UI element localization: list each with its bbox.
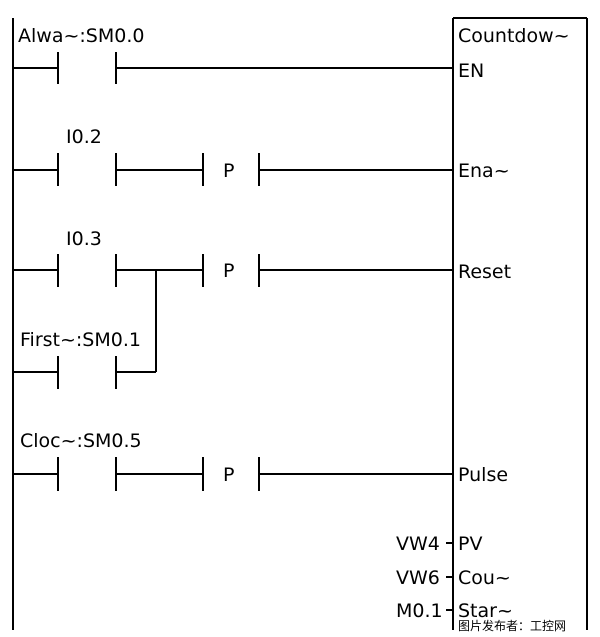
operand-start: M0.1 xyxy=(396,600,443,622)
pin-start: Star~ xyxy=(458,600,513,622)
edge-p-enable: P xyxy=(223,160,234,182)
block-title: Countdow~ xyxy=(458,25,570,47)
contact-label-clock: Cloc~:SM0.5 xyxy=(20,430,142,452)
rung-reset: I0.3 P First~:SM0.1 xyxy=(13,228,453,389)
contact-label-reset: I0.3 xyxy=(66,228,102,250)
watermark: 图片发布者：工控网 xyxy=(458,618,566,633)
rung-always-on: Alwa~:SM0.0 xyxy=(13,25,453,84)
pin-reset: Reset xyxy=(458,261,511,283)
pin-pv: PV xyxy=(458,533,482,555)
contact-label-always-on: Alwa~:SM0.0 xyxy=(18,25,144,47)
pin-count: Cou~ xyxy=(458,567,511,589)
edge-p-reset: P xyxy=(223,260,234,282)
operand-count: VW6 xyxy=(396,567,440,589)
contact-label-first-scan: First~:SM0.1 xyxy=(20,329,141,351)
pin-enable: Ena~ xyxy=(458,160,510,182)
contact-label-enable: I0.2 xyxy=(66,126,102,148)
pin-en: EN xyxy=(458,60,484,82)
pin-pulse: Pulse xyxy=(458,464,508,486)
rung-enable: I0.2 P xyxy=(13,126,453,186)
countdown-block[interactable]: Countdow~ xyxy=(452,17,588,630)
rung-clock: Cloc~:SM0.5 P xyxy=(13,430,453,491)
edge-p-clock: P xyxy=(223,464,234,486)
operand-pv: VW4 xyxy=(396,533,440,555)
